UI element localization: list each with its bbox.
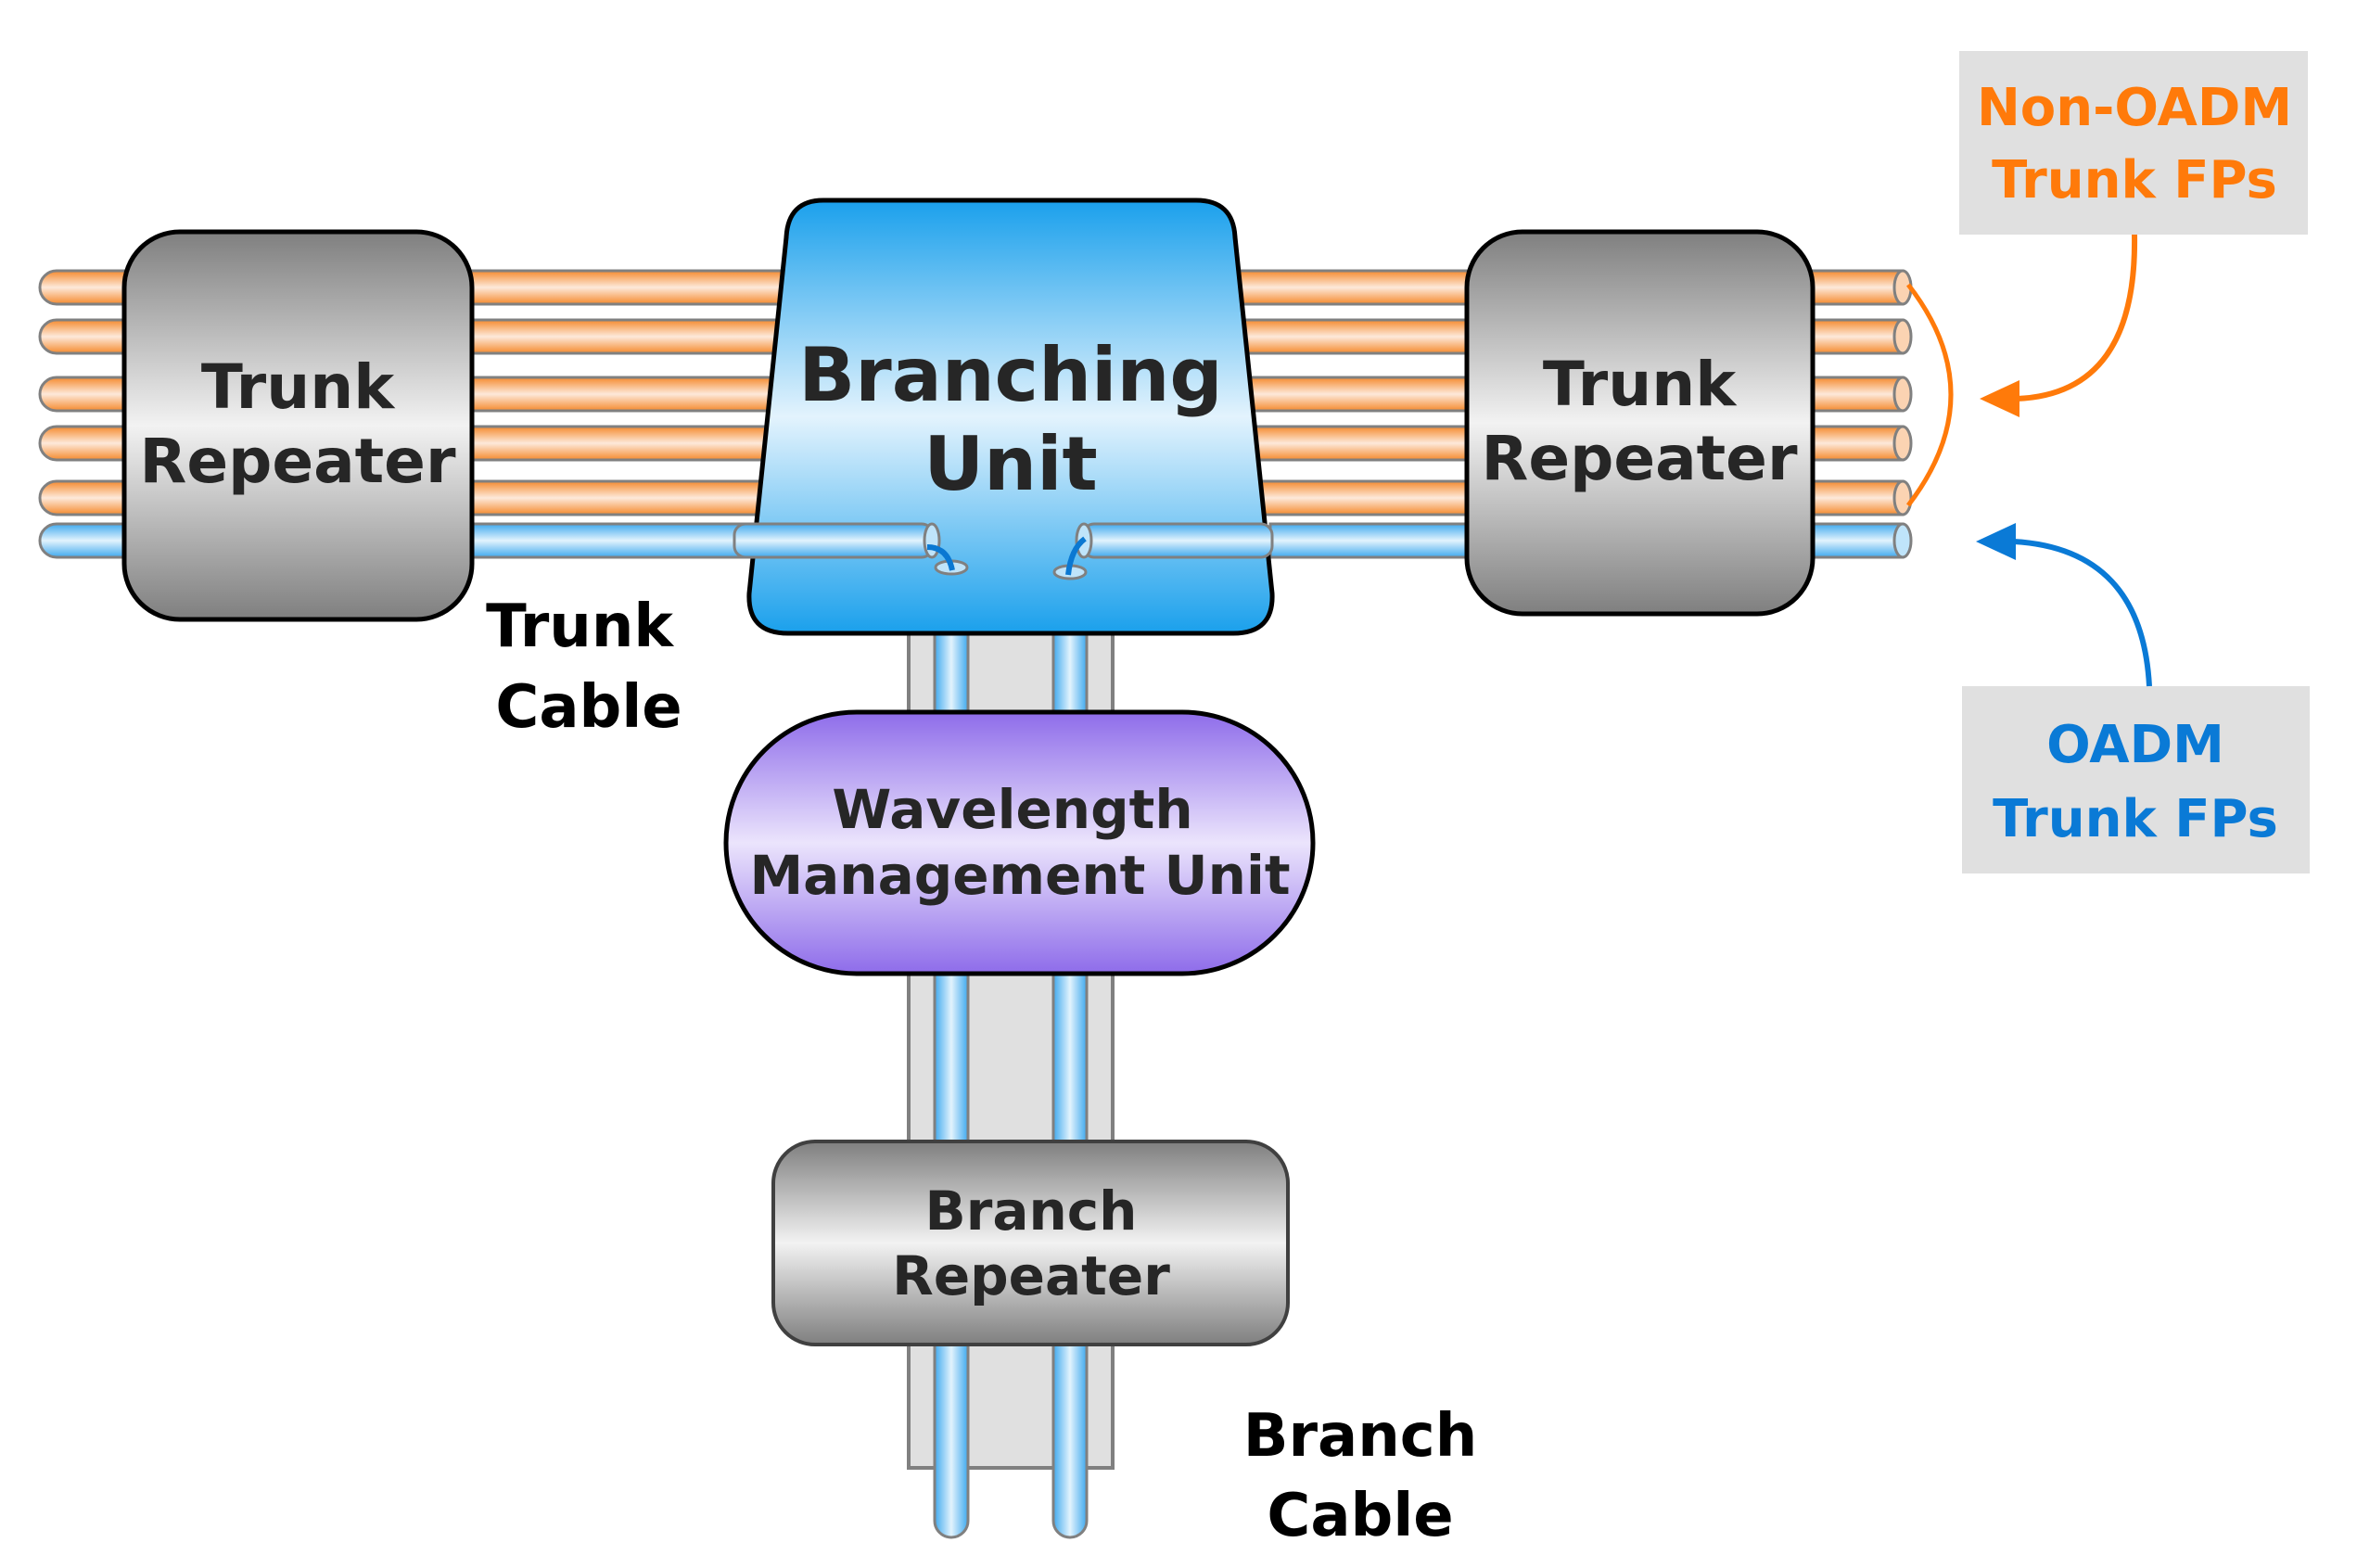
- fiber-end: [1892, 425, 1913, 462]
- fiber-orange: [1797, 425, 1905, 462]
- fiber-end: [1892, 479, 1913, 516]
- trunk-fibers-right-end: [1797, 269, 1913, 559]
- left-trunk-repeater-line1: Trunk: [201, 351, 396, 423]
- fiber-orange: [462, 269, 818, 306]
- fiber-orange: [462, 376, 818, 413]
- non-oadm-line1: Non-OADM: [1977, 78, 2292, 138]
- branch-repeater[interactable]: Branch Repeater: [771, 1140, 1290, 1346]
- oadm-line1: OADM: [2046, 715, 2224, 775]
- branch-repeater-line1: Branch: [925, 1179, 1138, 1243]
- fiber-blue: [462, 522, 753, 559]
- fiber-blue: [1268, 522, 1485, 559]
- oadm-callout: OADM Trunk FPs: [1962, 686, 2310, 873]
- oadm-callout-box: [1962, 686, 2310, 873]
- bu-oadm-sheaths: [733, 522, 1274, 580]
- sheath-end: [923, 522, 941, 559]
- branch-cable-label: Branch Cable: [1243, 1402, 1478, 1550]
- oadm-arrow-line: [2013, 539, 2152, 687]
- oadm-sheath-right: [1081, 522, 1274, 559]
- oadm-sheath-left: [733, 522, 935, 559]
- fiber-end: [1892, 522, 1913, 559]
- branching-unit-line1: Branching: [798, 332, 1222, 418]
- branch-cable-line2: Cable: [1267, 1482, 1453, 1550]
- wavelength-management-unit[interactable]: Wavelength Management Unit: [723, 709, 1316, 976]
- non-oadm-callout: Non-OADM Trunk FPs: [1959, 51, 2308, 235]
- non-oadm-callout-box: [1959, 51, 2308, 235]
- fiber-end: [1892, 318, 1913, 355]
- non-oadm-bracket: [1906, 283, 1954, 507]
- right-trunk-repeater-line2: Repeater: [1482, 423, 1798, 494]
- branching-unit-line2: Unit: [924, 421, 1098, 507]
- branching-unit[interactable]: Branching Unit: [746, 198, 1275, 636]
- trunk-cable-line2: Cable: [495, 673, 682, 742]
- drop-fiber-link: [926, 544, 955, 571]
- trunk-cable-label: Trunk Cable: [486, 593, 682, 742]
- non-oadm-arrow: [1980, 234, 2138, 417]
- non-oadm-line2: Trunk FPs: [1992, 150, 2277, 210]
- add-fiber-link: [1065, 536, 1087, 576]
- branch-repeater-line2: Repeater: [892, 1244, 1170, 1307]
- branch-cable-line1: Branch: [1243, 1402, 1478, 1471]
- left-trunk-repeater[interactable]: Trunk Repeater: [121, 229, 475, 622]
- oadm-arrow: [1976, 523, 2152, 687]
- arrow-head-icon: [1976, 523, 2016, 560]
- right-trunk-repeater[interactable]: Trunk Repeater: [1464, 229, 1816, 617]
- fiber-orange: [462, 318, 818, 355]
- right-trunk-repeater-line1: Trunk: [1543, 349, 1738, 420]
- oadm-line2: Trunk FPs: [1993, 789, 2278, 849]
- non-oadm-arrow-line: [2016, 234, 2138, 402]
- trunk-cable-line1: Trunk: [486, 593, 674, 661]
- arrow-head-icon: [1980, 380, 2019, 417]
- fiber-end: [1892, 376, 1913, 413]
- fiber-orange: [1204, 269, 1485, 306]
- wmu-line2: Management Unit: [749, 844, 1290, 907]
- wmu-line1: Wavelength: [832, 778, 1192, 841]
- trunk-fibers-left-span: [462, 269, 818, 559]
- left-trunk-repeater-line2: Repeater: [140, 426, 456, 497]
